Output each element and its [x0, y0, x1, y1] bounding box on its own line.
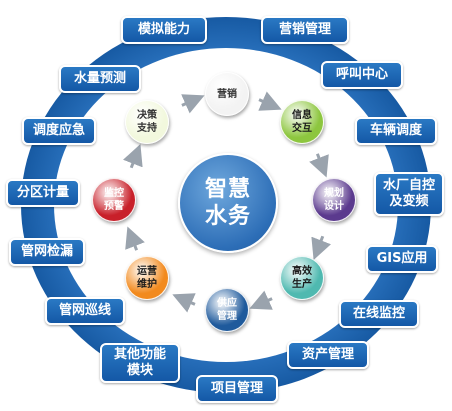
module-marketing-management-box: 营销管理 — [261, 16, 349, 44]
cycle-node-decision-support: 决策 支持 — [125, 100, 169, 144]
arrow-alert-to-decision — [123, 144, 143, 169]
cycle-node-efficient-production: 高效 生产 — [280, 256, 324, 300]
cycle-node-monitoring-alert: 监控 预警 — [92, 178, 136, 222]
module-label: 项目管理 — [210, 380, 263, 396]
module-pipe-patrol-box: 管网巡线 — [45, 297, 125, 325]
module-district-metering-box: 分区计量 — [6, 179, 80, 207]
module-label: 水量预测 — [73, 70, 126, 86]
arrow-marketing-to-info — [258, 91, 282, 111]
arrow-maintenance-to-alert — [125, 226, 145, 251]
module-label: 调度应急 — [32, 122, 85, 138]
cycle-node-label: 监控 预警 — [104, 188, 124, 212]
cycle-node-info-exchange: 信息 交互 — [280, 100, 324, 144]
module-vehicle-dispatch-box: 车辆调度 — [355, 117, 437, 145]
module-dispatch-emergency-box: 调度应急 — [22, 117, 96, 145]
smart-water-hub: 智慧 水务 — [178, 153, 278, 253]
cycle-node-operation-maintenance: 运营 维护 — [125, 256, 169, 300]
cycle-node-label: 运营 维护 — [137, 266, 157, 290]
module-water-forecast-box: 水量预测 — [59, 65, 141, 93]
module-label: 管网检漏 — [20, 243, 73, 259]
cycle-node-label: 决策 支持 — [137, 110, 157, 134]
module-label: 分区计量 — [16, 184, 69, 200]
module-label: 在线监控 — [352, 305, 405, 321]
cycle-node-label: 规划 设计 — [324, 188, 344, 212]
module-label: 其他功能 模块 — [113, 346, 166, 378]
arrow-production-to-supply — [249, 290, 273, 310]
module-label: 资产管理 — [301, 346, 354, 362]
arrow-planning-to-production — [311, 235, 331, 260]
hub-label: 智慧 水务 — [204, 176, 251, 230]
arrow-decision-to-marketing — [181, 94, 205, 114]
module-call-center-box: 呼叫中心 — [321, 61, 403, 89]
cycle-node-supply-management: 供应 管理 — [205, 288, 249, 332]
module-label: 呼叫中心 — [335, 66, 388, 82]
module-label: GIS应用 — [376, 250, 428, 266]
module-label: 管网巡线 — [58, 302, 111, 318]
module-label: 模拟能力 — [137, 21, 190, 37]
module-label: 营销管理 — [278, 21, 331, 37]
module-label: 车辆调度 — [369, 122, 422, 138]
module-plant-control-box: 水厂自控 及变频 — [374, 172, 444, 216]
module-other-functions-box: 其他功能 模块 — [100, 343, 180, 383]
module-asset-management-box: 资产管理 — [287, 341, 369, 369]
arrow-info-to-planning — [309, 153, 329, 178]
cycle-node-label: 高效 生产 — [292, 266, 312, 290]
module-online-monitoring-box: 在线监控 — [339, 300, 419, 328]
cycle-node-planning-design: 规划 设计 — [312, 178, 356, 222]
arrow-supply-to-maintenance — [172, 293, 196, 313]
module-project-management-box: 项目管理 — [196, 375, 278, 403]
cycle-node-label: 营销 — [217, 88, 237, 100]
module-simulation-box: 模拟能力 — [121, 16, 207, 44]
cycle-arrows — [123, 91, 331, 313]
cycle-node-marketing: 营销 — [205, 72, 249, 116]
module-leak-detection-box: 管网检漏 — [9, 238, 85, 266]
module-gis-box: GIS应用 — [366, 245, 438, 273]
cycle-node-label: 信息 交互 — [292, 110, 312, 134]
module-label: 水厂自控 及变频 — [382, 177, 435, 209]
cycle-node-label: 供应 管理 — [217, 298, 237, 322]
